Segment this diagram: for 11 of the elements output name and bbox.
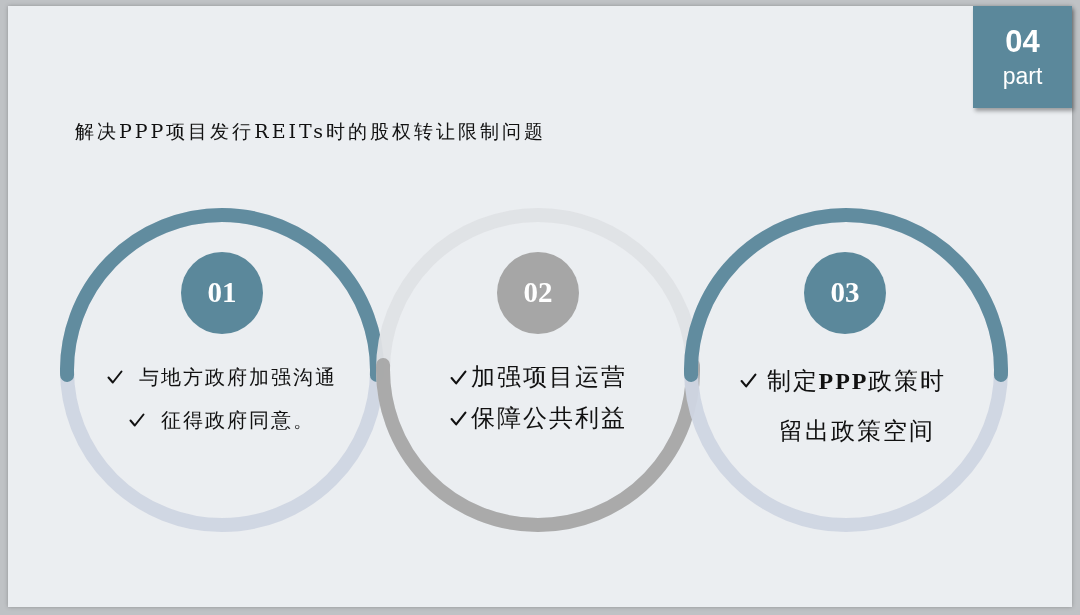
slide-title: 解决PPP项目发行REITs时的股权转让限制问题 [75,119,547,144]
section-number: 04 [1005,24,1040,60]
ring [376,208,700,532]
bullet-text: 加强项目运营 [470,363,627,392]
bullet-text: 与地方政府加强沟通 [139,365,337,390]
section-tag [973,6,1072,108]
bullet-text: 保障公共利益 [470,404,627,433]
ring [684,208,1008,532]
bullet-text: 制定PPP政策时留出政策空间 [765,367,948,446]
bullet-text: 征得政府同意。 [161,408,315,433]
section-label: part [1002,62,1043,90]
